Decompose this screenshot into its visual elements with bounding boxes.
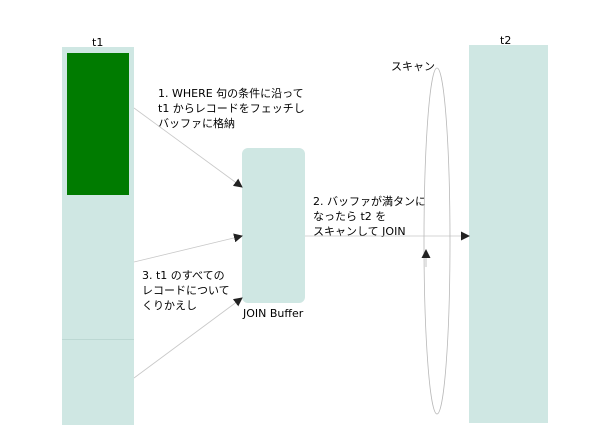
- t1-row-divider: [62, 339, 134, 340]
- step2-text: 2. バッファが満タンに なったら t2 を スキャンして JOIN: [313, 194, 426, 239]
- step2-line-1: 2. バッファが満タンに: [313, 195, 426, 208]
- t1-fetched-block: [67, 53, 129, 195]
- step2-line-3: スキャンして JOIN: [313, 225, 406, 238]
- step2-line-2: なったら t2 を: [313, 210, 387, 223]
- join-buffer-label: JOIN Buffer: [243, 307, 304, 320]
- step3-line-2: レコードについて: [142, 284, 230, 297]
- step1-text: 1. WHERE 句の条件に沿って t1 からレコードをフェッチし バッファに格…: [158, 86, 305, 131]
- step1-line-3: バッファに格納: [158, 117, 235, 130]
- step3-text: 3. t1 のすべての レコードについて くりかえし: [142, 268, 230, 313]
- repeat-arrow-lower: [133, 297, 243, 379]
- t1-label: t1: [92, 36, 104, 49]
- repeat-arrow-upper: [133, 233, 243, 263]
- step1-line-2: t1 からレコードをフェッチし: [158, 102, 305, 115]
- t2-label: t2: [500, 34, 512, 47]
- scan-label: スキャン: [391, 60, 435, 73]
- join-buffer: [242, 148, 305, 303]
- scan-loop: [423, 67, 451, 415]
- t2-table: [469, 45, 548, 423]
- step1-line-1: 1. WHERE 句の条件に沿って: [158, 87, 304, 100]
- step3-line-3: くりかえし: [142, 299, 197, 312]
- t1-table: [62, 47, 134, 425]
- step3-line-1: 3. t1 のすべての: [142, 269, 225, 282]
- fetch-arrow: [133, 107, 243, 188]
